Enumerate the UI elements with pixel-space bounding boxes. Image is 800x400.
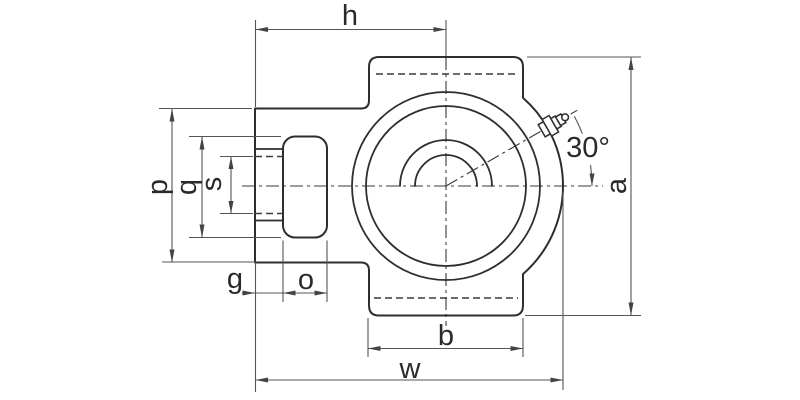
b-arrow-right (510, 346, 523, 351)
bore-semicircle-outer (399, 139, 493, 187)
dimension-h: h (254, 0, 446, 107)
w-arrow-left (255, 377, 268, 383)
dimension-s: s (196, 155, 253, 215)
bearing-circles (351, 91, 541, 281)
angle-arrow (589, 173, 595, 186)
housing-outline (254, 56, 564, 317)
hidden-lines (374, 73, 518, 299)
angle-arc-upper (573, 116, 583, 134)
dimension-g-o: g o (227, 240, 328, 302)
centerlines (242, 20, 603, 326)
adjuster-boss (282, 135, 328, 239)
dimension-label-p: p (142, 179, 174, 195)
s-arrow-bottom (228, 201, 234, 214)
dimension-b: b (367, 318, 524, 357)
grease-fitting-ball (560, 113, 570, 122)
dimension-label-w: w (399, 353, 422, 385)
screw-slot-lines (254, 148, 284, 222)
dimension-label-g: g (227, 263, 243, 295)
o-arrow-left (283, 290, 296, 296)
angle-label: 30° (566, 132, 610, 164)
dimension-label-o: o (298, 264, 314, 296)
q-arrow-bottom (199, 224, 205, 238)
grease-fitting (537, 112, 570, 138)
p-arrow-top (169, 108, 175, 122)
a-arrow-bottom (628, 302, 634, 316)
g-arrow (242, 290, 255, 296)
dimension-label-s: s (196, 177, 228, 192)
dimension-label-a: a (601, 177, 633, 194)
bearing-outer-ring-circle (351, 91, 541, 281)
p-arrow-bottom (169, 249, 175, 263)
w-arrow-right (550, 377, 563, 383)
a-arrow-top (628, 57, 634, 70)
angle-dimension: 30° (566, 116, 610, 187)
dimension-p: p (142, 107, 256, 263)
bore-semicircle-inner (414, 154, 478, 187)
b-arrow-left (368, 346, 381, 351)
h-arrow-left (255, 27, 268, 32)
dimension-label-q: q (171, 179, 203, 195)
s-arrow-top (228, 156, 234, 169)
h-arrow-right (433, 27, 446, 32)
dimension-q: q (171, 135, 281, 239)
dimension-w: w (254, 192, 564, 392)
q-arrow-top (199, 136, 205, 150)
dimension-label-b: b (438, 320, 454, 352)
o-arrow-right (314, 290, 327, 296)
dimension-label-h: h (342, 0, 358, 32)
bearing-inner-edge-circle (365, 105, 527, 267)
dimension-a: a (525, 56, 641, 317)
